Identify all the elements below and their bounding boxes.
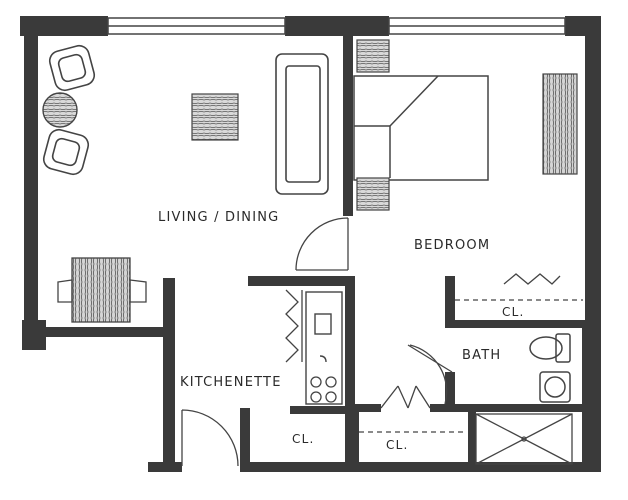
bath-label: BATH bbox=[462, 348, 502, 363]
coffee-table bbox=[191, 93, 239, 141]
living-dining-label: LIVING / DINING bbox=[158, 210, 280, 225]
sink bbox=[539, 371, 571, 403]
kitchen-counter bbox=[305, 291, 343, 405]
doors bbox=[181, 217, 453, 467]
bedroom-closet bbox=[455, 273, 583, 301]
shower bbox=[475, 413, 573, 465]
side-table bbox=[42, 92, 78, 128]
sofa bbox=[275, 53, 329, 195]
toilet bbox=[529, 333, 571, 363]
windows bbox=[107, 17, 566, 35]
bedroom-label: BEDROOM bbox=[414, 238, 491, 253]
armchair-top bbox=[48, 44, 96, 92]
hall-closet-label: CL. bbox=[386, 438, 409, 452]
dresser bbox=[542, 73, 578, 175]
entry-closet-label: CL. bbox=[292, 432, 315, 446]
bed bbox=[353, 75, 489, 181]
bedroom-closet-label: CL. bbox=[502, 305, 525, 319]
exterior-walls bbox=[20, 16, 601, 472]
stove-burners bbox=[310, 376, 337, 403]
nightstand-top bbox=[356, 39, 390, 73]
armchair-bottom bbox=[42, 128, 90, 176]
interior-walls bbox=[240, 36, 595, 470]
kitchen-pantry bbox=[285, 289, 303, 363]
kitchenette-label: KITCHENETTE bbox=[180, 375, 282, 390]
nightstand-bottom bbox=[356, 177, 390, 211]
dining-table bbox=[57, 257, 147, 323]
